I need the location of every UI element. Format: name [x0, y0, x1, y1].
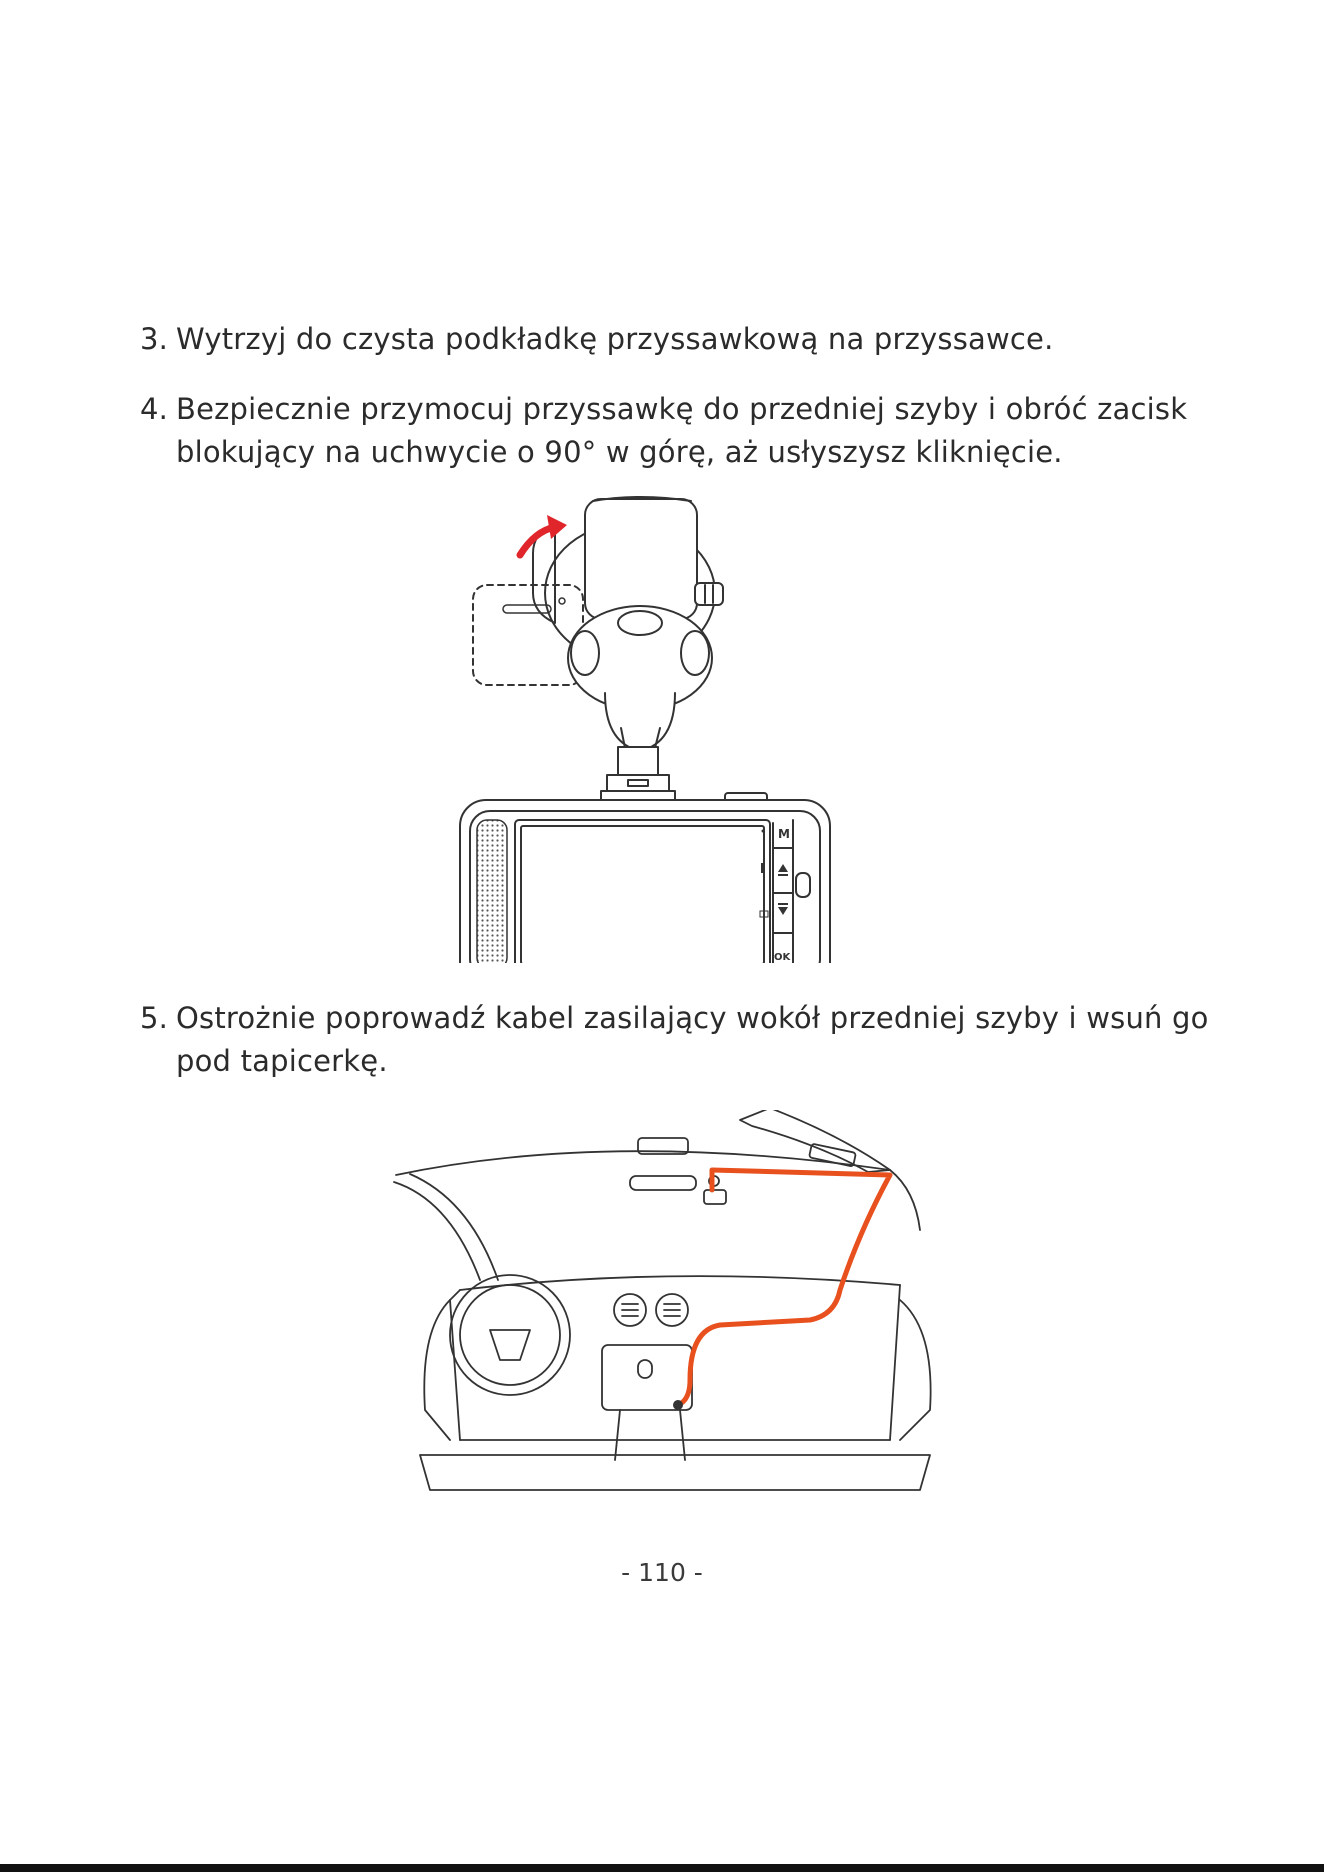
- lock-tab: [695, 583, 723, 605]
- power-cable-route: [678, 1170, 890, 1405]
- previous-position-outline: [473, 585, 583, 685]
- rotate-arrow-icon: [520, 515, 567, 555]
- step-text: Ostrożnie poprowadź kabel zasilający wok…: [176, 1001, 1209, 1035]
- step-text: Wytrzyj do czysta podkładkę przyssawkową…: [176, 322, 1054, 356]
- dashcam-icon: [704, 1190, 726, 1204]
- step-number: 4.: [140, 388, 176, 431]
- bluetooth-icon: [761, 863, 765, 873]
- cable-routing-illustration: [390, 1110, 950, 1495]
- wifi-icon: [762, 830, 765, 833]
- camera-screen: [515, 820, 770, 963]
- step-text-continued: blokujący na uchwycie o 90° w górę, aż u…: [140, 431, 1187, 474]
- page-number: - 110 -: [0, 1558, 1324, 1587]
- step-text: Bezpiecznie przymocuj przyssawkę do prze…: [176, 392, 1187, 426]
- bottom-rule: [0, 1864, 1324, 1872]
- menu-button-label: M: [778, 827, 790, 841]
- mount-head: [585, 499, 697, 619]
- mount-illustration: M OK: [455, 493, 845, 963]
- step-3: 3.Wytrzyj do czysta podkładkę przyssawko…: [140, 318, 1054, 361]
- step-number: 5.: [140, 997, 176, 1040]
- steering-wheel: [450, 1275, 570, 1395]
- step-text-continued: pod tapicerkę.: [140, 1040, 1209, 1083]
- ok-button-label: OK: [774, 952, 792, 963]
- step-number: 3.: [140, 318, 176, 361]
- power-outlet-icon: [673, 1400, 683, 1410]
- step-5: 5.Ostrożnie poprowadź kabel zasilający w…: [140, 997, 1209, 1083]
- step-4: 4.Bezpiecznie przymocuj przyssawkę do pr…: [140, 388, 1187, 474]
